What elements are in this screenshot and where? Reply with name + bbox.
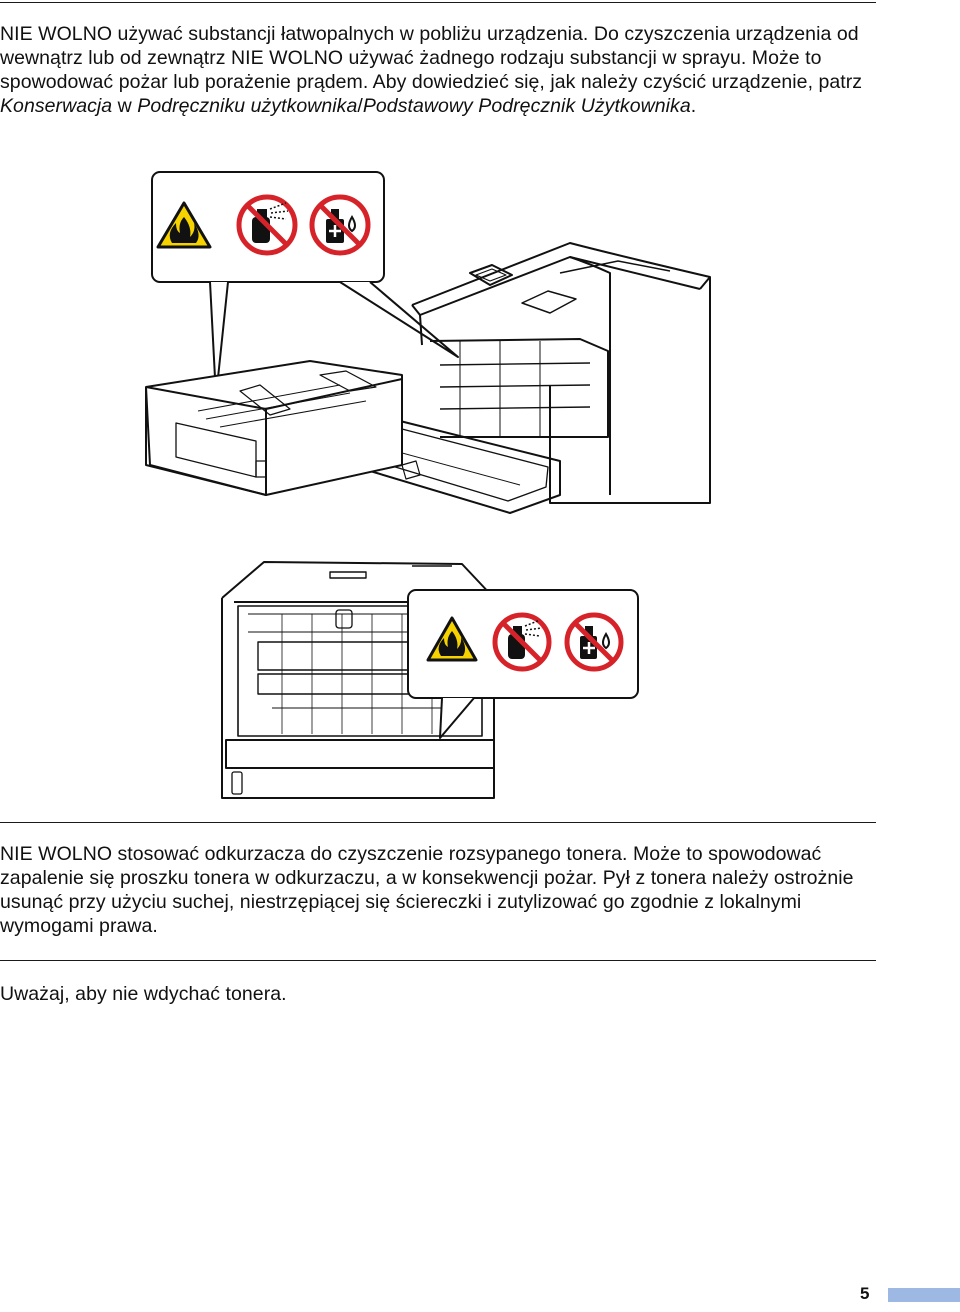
reference-basic-user-guide: Podstawowy Podręcznik Użytkownika bbox=[362, 95, 691, 117]
warning-text-part: / bbox=[357, 95, 363, 117]
flammable-warning-icon bbox=[156, 201, 212, 249]
no-liquid-cleaner-icon bbox=[309, 194, 371, 256]
figure-printer-back bbox=[221, 561, 639, 799]
page-number: 5 bbox=[860, 1284, 870, 1303]
warning-flammable-text: NIE WOLNO używać substancji łatwopalnych… bbox=[0, 22, 900, 118]
section-rule bbox=[0, 960, 876, 961]
no-spray-icon bbox=[236, 194, 298, 256]
no-liquid-cleaner-icon bbox=[564, 612, 624, 672]
reference-konserwacja: Konserwacja bbox=[0, 95, 113, 117]
warning-text-part: w bbox=[112, 95, 138, 117]
warning-text-part: NIE WOLNO używać substancji łatwopalnych… bbox=[0, 23, 863, 93]
no-spray-icon bbox=[492, 612, 552, 672]
figure-printer-front bbox=[145, 171, 711, 514]
section-rule bbox=[0, 822, 876, 823]
flammable-warning-icon bbox=[426, 616, 478, 662]
top-rule bbox=[0, 2, 876, 3]
warning-text-part: . bbox=[690, 95, 697, 117]
warning-vacuum-text: NIE WOLNO stosować odkurzacza do czyszcz… bbox=[0, 843, 854, 937]
page-tab bbox=[888, 1288, 960, 1302]
caution-text: Uważaj, aby nie wdychać tonera. bbox=[0, 983, 287, 1005]
reference-user-guide: Podręczniku użytkownika bbox=[137, 95, 358, 117]
page-footer: 5 bbox=[860, 1284, 960, 1304]
